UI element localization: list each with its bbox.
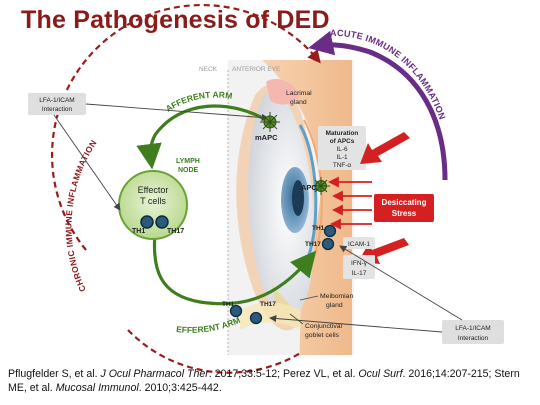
citation-journal-1: J Ocul Pharmacol Ther (100, 368, 209, 380)
conj-label-1: Conjunctival (305, 323, 343, 330)
th1-efferent-label: TH1 (222, 301, 235, 308)
maturation-line1: Maturation (326, 130, 359, 137)
tnf-label: TNF-α (333, 162, 352, 169)
lfa-icam-top-box: LFA-1/ICAM Interaction (28, 93, 86, 115)
il17-label: IL-17 (352, 270, 367, 277)
desiccating-line1: Desiccating (382, 198, 427, 207)
citation-part-1: Pflugfelder S, et al. (8, 368, 101, 380)
lymph-node-label-1: LYMPH (176, 158, 200, 165)
lfa-icam-bottom-box: LFA-1/ICAM Interaction (442, 320, 504, 344)
desiccating-arrows (327, 176, 372, 230)
lfa-bottom-line1: LFA-1/ICAM (455, 325, 490, 332)
citation: Pflugfelder S, et al. J Ocul Pharmacol T… (8, 367, 536, 395)
neck-label: NECK (199, 66, 218, 73)
maturation-box: Maturation of APCs IL-6 IL-1 TNF-α (318, 126, 366, 170)
chronic-inflammation-ring-lower (127, 329, 303, 374)
anterior-eye-label: ANTERIOR EYE (232, 66, 281, 73)
page-title: The Pathogenesis of DED (21, 6, 330, 34)
th17-cell (155, 215, 169, 229)
icam-label: ICAM-1 (348, 241, 370, 248)
th1-efferent-cell (229, 304, 243, 318)
citation-journal-2: Ocul Surf (358, 368, 403, 380)
lacrimal-label-1: Lacrimal (286, 90, 312, 97)
desiccating-line2: Stress (392, 209, 417, 218)
meibomian-label-2: gland (326, 302, 343, 309)
il1-label: IL-1 (336, 154, 347, 161)
lfa-top-pointer-2 (53, 114, 121, 211)
desiccating-stress-box: Desiccating Stress (374, 194, 434, 222)
th1-cell (140, 215, 154, 229)
citation-part-3: . 2016;14:207-215; Stern ME, et al. (8, 368, 520, 394)
maturation-line2: of APCs (330, 138, 355, 145)
chronic-label: CHRONIC IMMUNE INFLAMMATION (64, 138, 99, 293)
lfa-bottom-pointer-2 (339, 245, 463, 321)
lacrimal-label-2: gland (290, 99, 307, 106)
effector-label-1: Effector (138, 185, 169, 195)
acute-inflammation-arrow (308, 30, 448, 181)
th17-efferent-label: TH17 (260, 301, 276, 308)
citation-part-4: . 2010;3:425-442. (138, 382, 222, 394)
th17-label: TH17 (167, 228, 184, 235)
red-arrow-upper (360, 132, 410, 164)
efferent-arm-arrow (152, 232, 317, 306)
il6-label: IL-6 (336, 146, 347, 153)
icam-box (343, 237, 375, 249)
th1-eye-cell (323, 224, 337, 238)
th17-eye-cell (321, 237, 335, 251)
pupil (292, 180, 304, 216)
lacrimal-gland-shape (266, 78, 300, 105)
th1-label: TH1 (132, 228, 145, 235)
apc-label: APC (301, 183, 317, 192)
mapc-label: mAPC (255, 133, 278, 142)
mapc-cell (260, 112, 280, 132)
citation-journal-3: Mucosal Immunol (55, 382, 139, 394)
th17-efferent-cell (249, 311, 263, 325)
effector-t-cells: Effector T cells TH1 TH17 (118, 170, 188, 240)
afferent-arm-label: AFFERENT ARM (164, 89, 233, 113)
lfa-top-line1: LFA-1/ICAM (39, 97, 74, 104)
lfa-top-pointer (85, 103, 269, 122)
lfa-bottom-line2: Interaction (458, 335, 489, 342)
conj-pointer (289, 313, 304, 325)
lfa-top-line2: Interaction (42, 106, 73, 113)
conj-label-2: goblet cells (305, 332, 340, 339)
meibomian-label-1: Meibomian (320, 293, 353, 300)
afferent-arm-arrow (136, 104, 271, 170)
ifn-label: IFN-γ (351, 260, 368, 267)
effector-label-2: T cells (140, 196, 166, 206)
ifn-box (343, 255, 375, 279)
chronic-inflammation-ring (50, 3, 321, 251)
lfa-bottom-pointer-1 (269, 314, 443, 333)
th1-eye-label: TH1 (312, 225, 325, 232)
th17-eye-label: TH17 (305, 241, 321, 248)
apc-cell (312, 177, 330, 195)
citation-part-2: . 2017;33:5-12; Perez VL, et al. (208, 368, 359, 380)
meibomian-pointer (299, 295, 319, 301)
lymph-node-label-2: NODE (178, 167, 199, 174)
